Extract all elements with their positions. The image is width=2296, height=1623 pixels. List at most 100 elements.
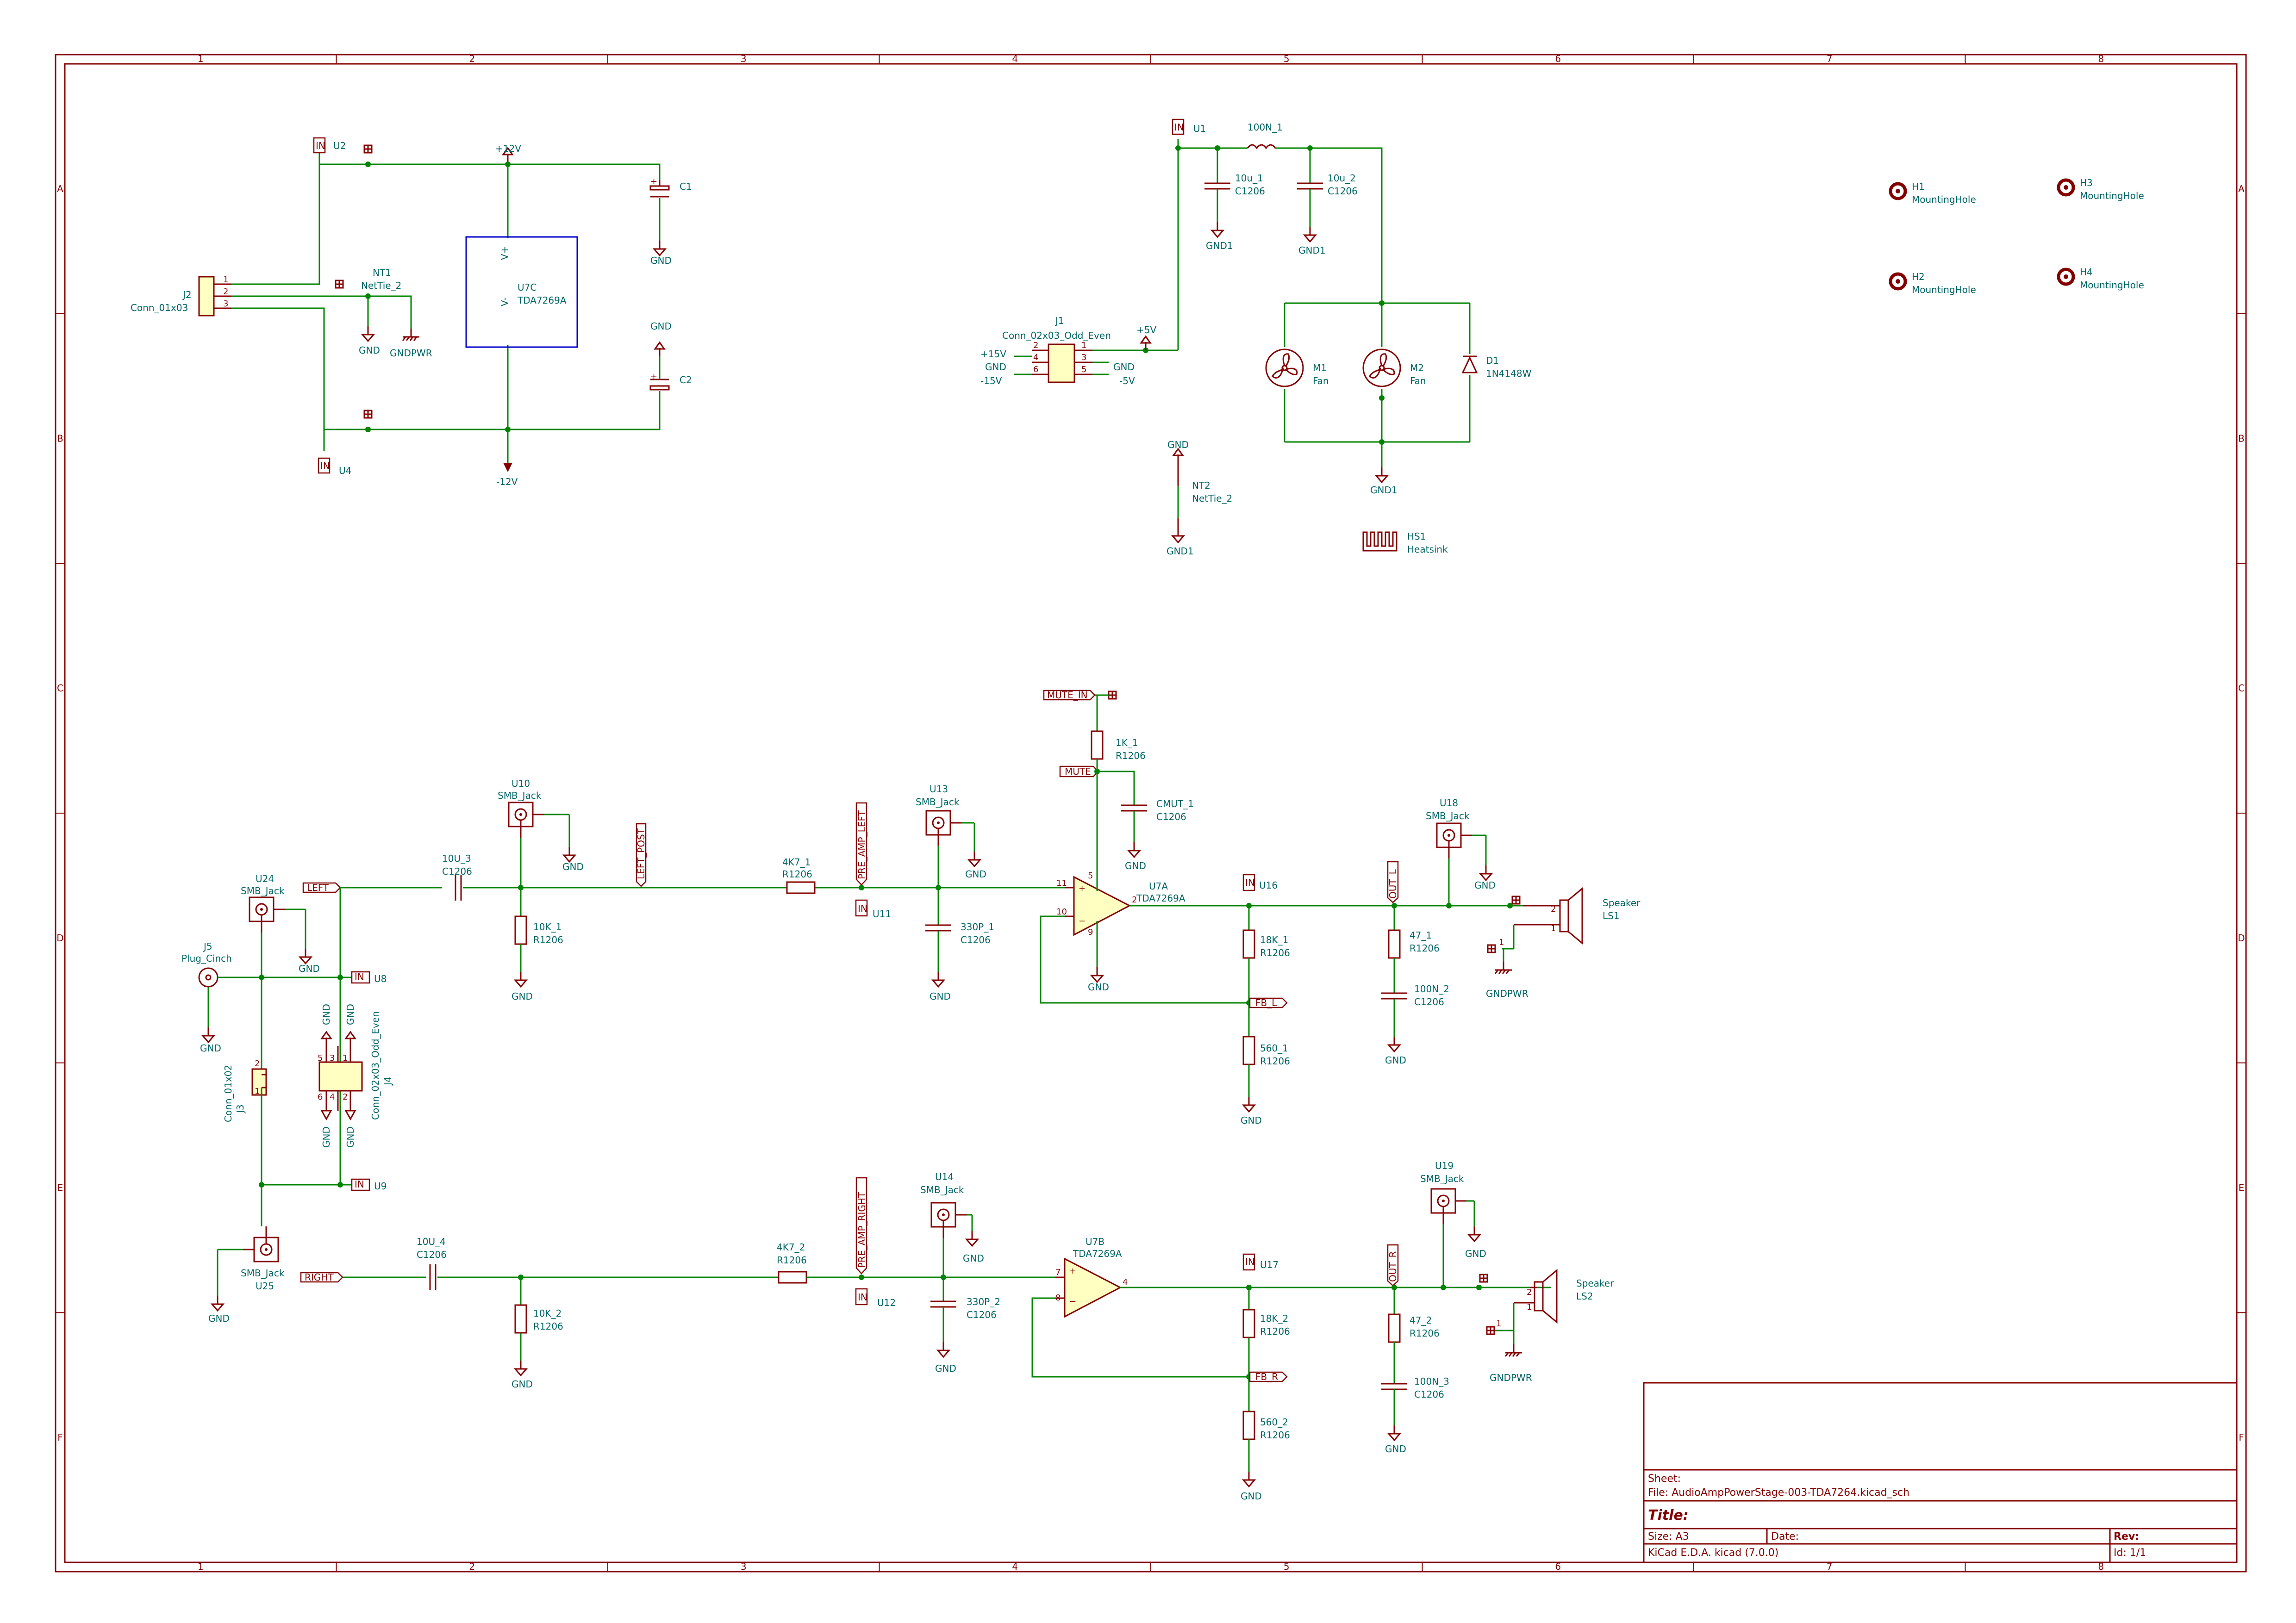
h1-value: MountingHole xyxy=(1912,194,1976,205)
frame-row-right-E: E xyxy=(2239,1182,2245,1194)
gnd1-c: GND1 xyxy=(1370,485,1398,496)
u7a-value: TDA7269A xyxy=(1136,893,1185,904)
c-10u1-fp: C1206 xyxy=(1235,186,1265,197)
frame-row-left-B: B xyxy=(57,433,63,444)
j4-gnd-top-r: GND xyxy=(345,1004,356,1025)
svg-text:1: 1 xyxy=(255,1087,260,1096)
frame-col-top-5: 5 xyxy=(1284,53,1290,64)
j4-gnd-bot-l: GND xyxy=(321,1126,332,1148)
frame-col-top-7: 7 xyxy=(1827,53,1833,64)
gnd-10k1: GND xyxy=(512,991,533,1002)
m2-value: Fan xyxy=(1410,375,1426,386)
out-l-label: OUT_L xyxy=(1387,869,1398,899)
gnd-560-1: GND xyxy=(1241,1115,1262,1126)
u2-ref: U2 xyxy=(333,140,346,151)
d1-ref: D1 xyxy=(1486,355,1499,366)
gnd-330p2: GND xyxy=(935,1363,956,1374)
svg-text:2: 2 xyxy=(1551,904,1556,914)
frame-col-bottom-3: 3 xyxy=(741,1561,747,1572)
svg-text:7: 7 xyxy=(1055,1268,1061,1277)
svg-text:−: − xyxy=(1069,1297,1076,1306)
tb-file: File: AudioAmpPowerStage-003-TDA7264.kic… xyxy=(1648,1487,1909,1499)
j4-gnd-bot-r: GND xyxy=(345,1126,356,1148)
frame-col-bottom-7: 7 xyxy=(1827,1561,1833,1572)
frame-col-bottom-2: 2 xyxy=(469,1561,475,1572)
u11-ref: U11 xyxy=(873,908,891,920)
frame-col-bottom-6: 6 xyxy=(1555,1561,1561,1572)
u16-ref: U16 xyxy=(1259,880,1278,891)
j1-ref: J1 xyxy=(1054,315,1064,326)
cap-10u4-fp: C1206 xyxy=(417,1249,447,1260)
c-330p1: 330P_1 xyxy=(961,921,994,933)
nt2-value: NetTie_2 xyxy=(1192,493,1232,504)
gnd-c2: GND xyxy=(650,321,672,332)
gnd-u19: GND xyxy=(1465,1248,1486,1259)
nt2-ref: NT2 xyxy=(1192,480,1210,491)
svg-text:6: 6 xyxy=(318,1092,323,1102)
r-5601: 560_1 xyxy=(1260,1043,1288,1054)
svg-text:3: 3 xyxy=(223,299,228,309)
j3-value: Conn_01x02 xyxy=(223,1065,234,1122)
ls1-ref: LS1 xyxy=(1603,910,1620,921)
j2-value: Conn_01x03 xyxy=(131,302,188,313)
plus12-label: +12V xyxy=(495,143,521,154)
j5-value: Plug_Cinch xyxy=(181,953,232,964)
tb-tool: KiCad E.D.A. kicad (7.0.0) xyxy=(1648,1547,1778,1559)
gnd-out-r: GND xyxy=(1385,1443,1406,1455)
svg-text:IN: IN xyxy=(1245,1256,1255,1268)
hole-h3 xyxy=(2059,180,2073,195)
tb-rev: Rev: xyxy=(2114,1531,2139,1542)
u25-value: SMB_Jack xyxy=(241,1268,285,1279)
u7c-vplus: V+ xyxy=(499,246,510,260)
u13-value: SMB_Jack xyxy=(916,796,960,808)
r-472-fp: R1206 xyxy=(1410,1328,1440,1339)
svg-text:IN: IN xyxy=(1245,877,1255,888)
ls2-ref: LS2 xyxy=(1576,1291,1593,1302)
d1-value: 1N4148W xyxy=(1486,368,1532,379)
hole-h2 xyxy=(1890,274,1905,289)
frame-row-right-F: F xyxy=(2239,1432,2244,1443)
cap-10u3-fp: C1206 xyxy=(442,866,472,877)
gnd-330p1: GND xyxy=(930,991,951,1002)
j3-ref: J3 xyxy=(235,1104,246,1114)
j1-value: Conn_02x03_Odd_Even xyxy=(1002,330,1111,341)
r-10k2: 10K_2 xyxy=(533,1308,562,1319)
j1-m15: -15V xyxy=(980,375,1002,386)
r-4k71-fp: R1206 xyxy=(782,869,812,880)
cap-10u4: 10U_4 xyxy=(417,1236,446,1247)
tb-sheet: Sheet: xyxy=(1648,1473,1681,1485)
r-4k71: 4K7_1 xyxy=(782,857,811,868)
h3-value: MountingHole xyxy=(2080,190,2144,201)
c-10u2-fp: C1206 xyxy=(1328,186,1358,197)
h4-ref: H4 xyxy=(2080,267,2093,278)
j4-gnd-top-l: GND xyxy=(321,1004,332,1025)
r-471-fp: R1206 xyxy=(1410,943,1440,954)
gnd-u7a: GND xyxy=(1088,982,1109,993)
gnd-u24: GND xyxy=(299,963,320,974)
frame-row-left-E: E xyxy=(57,1182,63,1194)
frame-col-bottom-5: 5 xyxy=(1284,1561,1290,1572)
u14-value: SMB_Jack xyxy=(920,1184,964,1195)
h4-value: MountingHole xyxy=(2080,280,2144,291)
svg-text:10: 10 xyxy=(1056,907,1067,917)
j1-m5: -5V xyxy=(1119,375,1135,386)
svg-text:IN: IN xyxy=(858,1292,867,1303)
r-10k1-fp: R1206 xyxy=(533,934,563,945)
frame-col-bottom-1: 1 xyxy=(198,1561,204,1572)
h1-ref: H1 xyxy=(1912,181,1925,192)
r-1k1-fp: R1206 xyxy=(1116,750,1146,761)
gnd-10k2: GND xyxy=(512,1379,533,1390)
h3-ref: H3 xyxy=(2080,177,2093,188)
fb-r-label: FB_R xyxy=(1255,1371,1278,1382)
svg-text:1: 1 xyxy=(1551,924,1556,933)
svg-text:2: 2 xyxy=(343,1092,348,1102)
frame-row-right-D: D xyxy=(2238,933,2245,944)
left-input-label: LEFT xyxy=(307,882,329,893)
u10-value: SMB_Jack xyxy=(498,790,542,801)
gndpwr-ls2: GNDPWR xyxy=(1490,1372,1532,1383)
u14-ref: U14 xyxy=(935,1171,954,1182)
svg-text:IN: IN xyxy=(355,971,364,983)
fan-section: GND IN U1 100N_1 10u_1 C1206 GND1 10u_2 … xyxy=(980,118,1532,557)
r-472: 47_2 xyxy=(1410,1315,1432,1326)
